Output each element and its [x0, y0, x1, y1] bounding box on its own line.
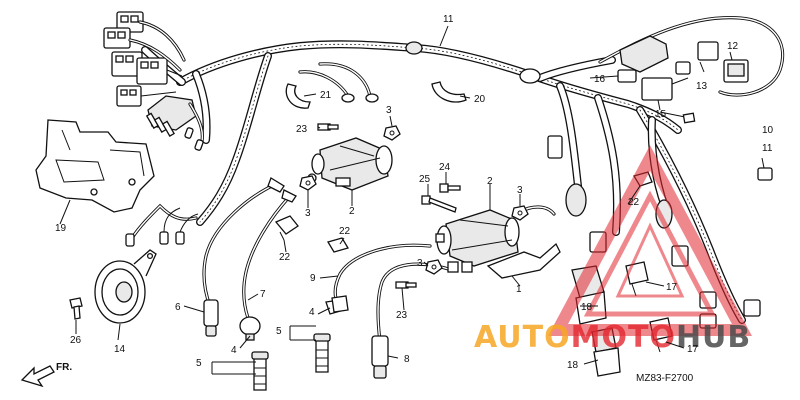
direction-label: FR.	[56, 362, 72, 373]
diagram-code: MZ83-F2700	[636, 373, 694, 384]
callout-5-right: 5	[276, 326, 282, 337]
nut-3d	[425, 259, 443, 275]
clip-22b	[327, 237, 349, 253]
callout-15: 15	[655, 109, 667, 120]
callout-25: 25	[419, 174, 431, 185]
relay-15	[641, 77, 689, 101]
callout-19: 19	[55, 223, 67, 234]
callout-23-lower: 23	[396, 310, 408, 321]
clip-22a	[274, 215, 299, 241]
callout-22-middle: 22	[339, 226, 351, 237]
callout-11-right: 11	[762, 143, 773, 154]
watermark-word-a: AUTO	[474, 320, 571, 355]
callout-20: 20	[474, 94, 486, 105]
leader-lines	[59, 25, 765, 375]
callout-7: 7	[260, 289, 266, 300]
callout-11-top: 11	[443, 14, 454, 25]
plug-lead-8	[371, 262, 454, 379]
diode-10-11	[757, 167, 773, 181]
callout-23-upper: 23	[296, 124, 308, 135]
callout-5-left: 5	[196, 358, 202, 369]
watermark-word-c: HUB	[676, 320, 751, 355]
callout-13: 13	[696, 81, 708, 92]
front-direction-arrow: FR.	[20, 362, 72, 388]
watermark-word-b: MOTO	[571, 320, 676, 355]
callout-labels: 1 2 2 3 3 3 3 4 4 5 5 6 7 8 9 10 11 11 1…	[55, 14, 774, 371]
connector-13	[675, 41, 719, 75]
plug-lead-7	[239, 189, 297, 341]
callout-4-right: 4	[309, 307, 315, 318]
clamp-21	[285, 62, 379, 109]
callout-26: 26	[70, 335, 82, 346]
bolt-23a	[317, 123, 339, 131]
callout-14: 14	[114, 344, 126, 355]
plug-cap-5b	[313, 333, 331, 373]
callout-4-left: 4	[231, 345, 237, 356]
callout-18-upper: 18	[581, 302, 593, 313]
callout-17-upper: 17	[666, 282, 678, 293]
callout-2-upper: 2	[349, 206, 355, 217]
relay-12	[723, 59, 749, 83]
nut-3a	[383, 125, 401, 141]
callout-17-lower: 17	[687, 344, 699, 355]
nut-3c	[511, 205, 529, 221]
bolt-25	[421, 195, 457, 213]
svg-text:AUTOMOTOHUB: AUTOMOTOHUB	[474, 320, 751, 355]
connector-16	[617, 69, 637, 83]
plug-lead-6	[202, 177, 285, 337]
watermark-logo: AUTOMOTOHUB	[474, 145, 753, 355]
bolt-24	[439, 183, 461, 193]
callout-9: 9	[310, 273, 316, 284]
horn	[94, 249, 157, 324]
callout-3-left: 3	[305, 208, 311, 219]
callout-22-right: 22	[628, 197, 640, 208]
bolt-23b	[395, 281, 417, 289]
callout-8: 8	[404, 354, 410, 365]
ignition-coil-lower	[435, 205, 561, 279]
callout-1: 1	[516, 284, 522, 295]
callout-21: 21	[320, 90, 332, 101]
left-connector-cluster	[103, 11, 204, 247]
callout-3-lower: 3	[417, 258, 423, 269]
callout-10: 10	[762, 125, 774, 136]
nut-3b	[299, 175, 317, 191]
clamp-20	[431, 81, 467, 103]
plug-cap-5a	[251, 351, 269, 391]
fuse-box	[619, 35, 669, 73]
callout-18-lower: 18	[567, 360, 579, 371]
callout-12: 12	[727, 41, 739, 52]
callout-2-lower: 2	[487, 176, 493, 187]
plug-lead-9	[331, 243, 432, 313]
harness-bracket	[35, 119, 155, 213]
callout-3-top: 3	[386, 105, 392, 116]
callout-22-left: 22	[279, 252, 291, 263]
callout-6: 6	[175, 302, 181, 313]
callout-16: 16	[594, 74, 606, 85]
horn-bolt	[69, 297, 83, 320]
callout-3-right: 3	[517, 185, 523, 196]
connector-17a	[625, 261, 649, 297]
ignition-coil-upper	[307, 137, 393, 191]
callout-24: 24	[439, 162, 451, 173]
upper-right-wires	[598, 15, 785, 124]
